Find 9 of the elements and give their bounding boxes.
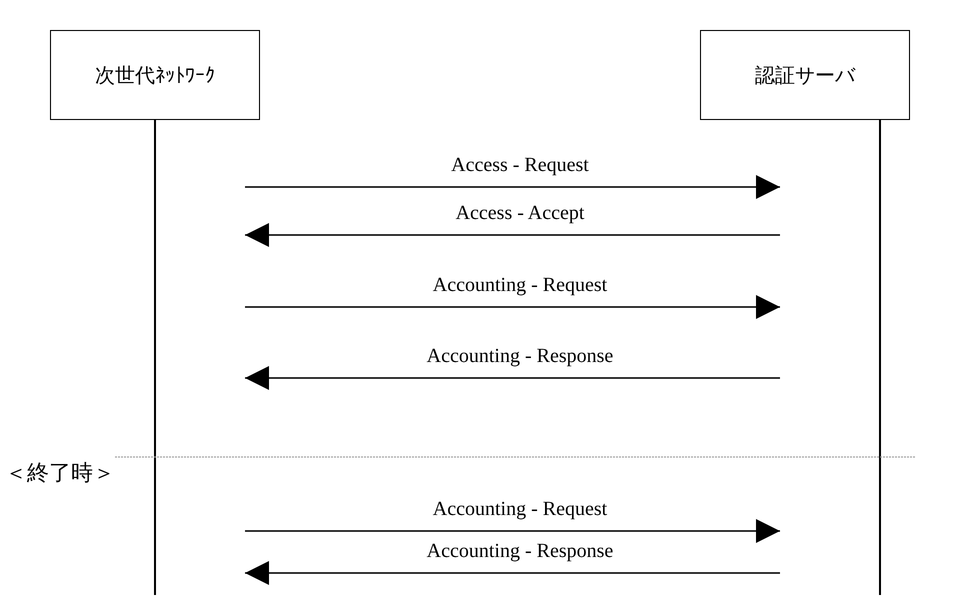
phase-label: ＜終了時＞ (5, 459, 115, 487)
message-arrow (245, 366, 780, 390)
participant-box: 次世代ﾈｯﾄﾜｰｸ (50, 30, 260, 120)
participant-box: 認証サーバ (700, 30, 910, 120)
message-arrow (245, 519, 780, 543)
message-arrow (245, 175, 780, 199)
message-arrow (245, 223, 780, 247)
message-arrow (245, 561, 780, 585)
message-arrow (245, 295, 780, 319)
